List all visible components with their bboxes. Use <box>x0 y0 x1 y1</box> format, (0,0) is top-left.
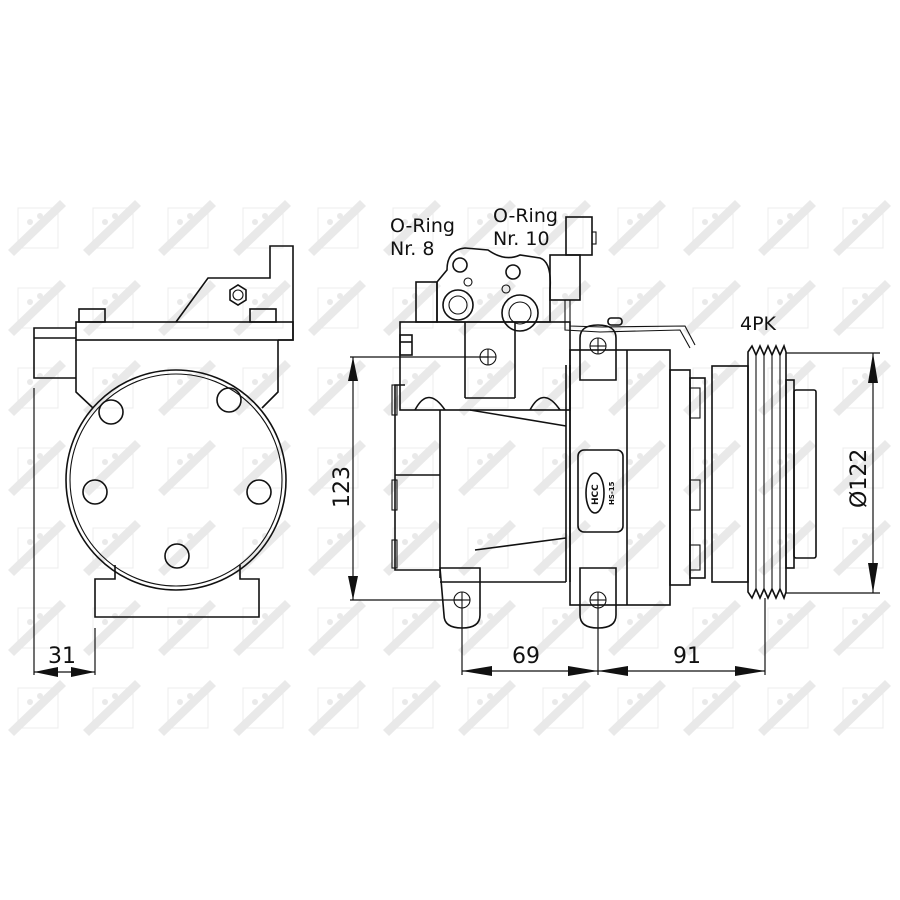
dimension-31-label: 31 <box>48 644 76 669</box>
dimension-horizontal: 69 91 <box>461 598 766 676</box>
pulley-4pk <box>747 343 787 601</box>
dimension-height: 123 <box>330 356 488 601</box>
oring-8-label-line1: O-Ring <box>390 215 455 237</box>
dimension-front-offset: 31 <box>33 388 96 677</box>
watermark-pattern <box>7 199 892 737</box>
dimension-123-label: 123 <box>330 466 355 508</box>
bolt-hex-icon <box>229 284 247 306</box>
oring-10-label-line2: Nr. 10 <box>493 228 550 250</box>
side-view: HCC HS-15 <box>391 216 817 629</box>
oring-port-10 <box>501 294 539 332</box>
brand-logo-text: HCC <box>591 484 601 505</box>
dimension-diameter-label: Ø122 <box>847 449 872 508</box>
dimension-91-label: 91 <box>673 644 701 669</box>
oring-8-label-line2: Nr. 8 <box>390 238 434 260</box>
belt-type-label: 4PK <box>740 313 777 335</box>
oring-port-8 <box>442 289 474 321</box>
front-view <box>33 245 294 618</box>
dimension-69-label: 69 <box>512 644 540 669</box>
callout-labels: O-Ring Nr. 8 O-Ring Nr. 10 4PK <box>390 205 777 335</box>
model-text: HS-15 <box>608 481 616 505</box>
dimension-pulley-diameter: Ø122 <box>786 352 880 594</box>
oring-10-label-line1: O-Ring <box>493 205 558 227</box>
